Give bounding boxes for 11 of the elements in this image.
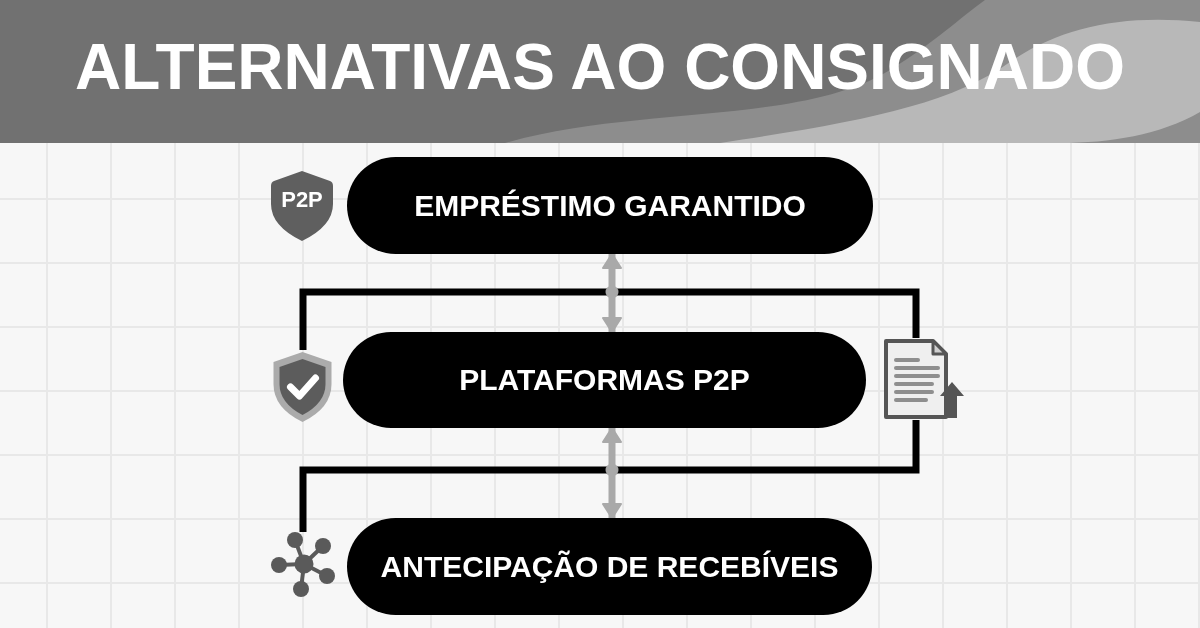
connector-line — [299, 288, 920, 350]
double-arrow — [602, 428, 622, 518]
title: ALTERNATIVAS AO CONSIGNADO — [74, 35, 1126, 99]
shield-label: P2P — [281, 188, 323, 212]
document-upload-icon — [882, 338, 964, 420]
step-label: PLATAFORMAS P2P — [459, 363, 750, 397]
step-label: EMPRÉSTIMO GARANTIDO — [414, 188, 806, 223]
shield-badge — [270, 170, 334, 242]
step-label: ANTECIPAÇÃO DE RECEBÍVEIS — [380, 549, 839, 584]
double-arrow — [602, 254, 622, 332]
network-hub-icon — [270, 532, 336, 598]
